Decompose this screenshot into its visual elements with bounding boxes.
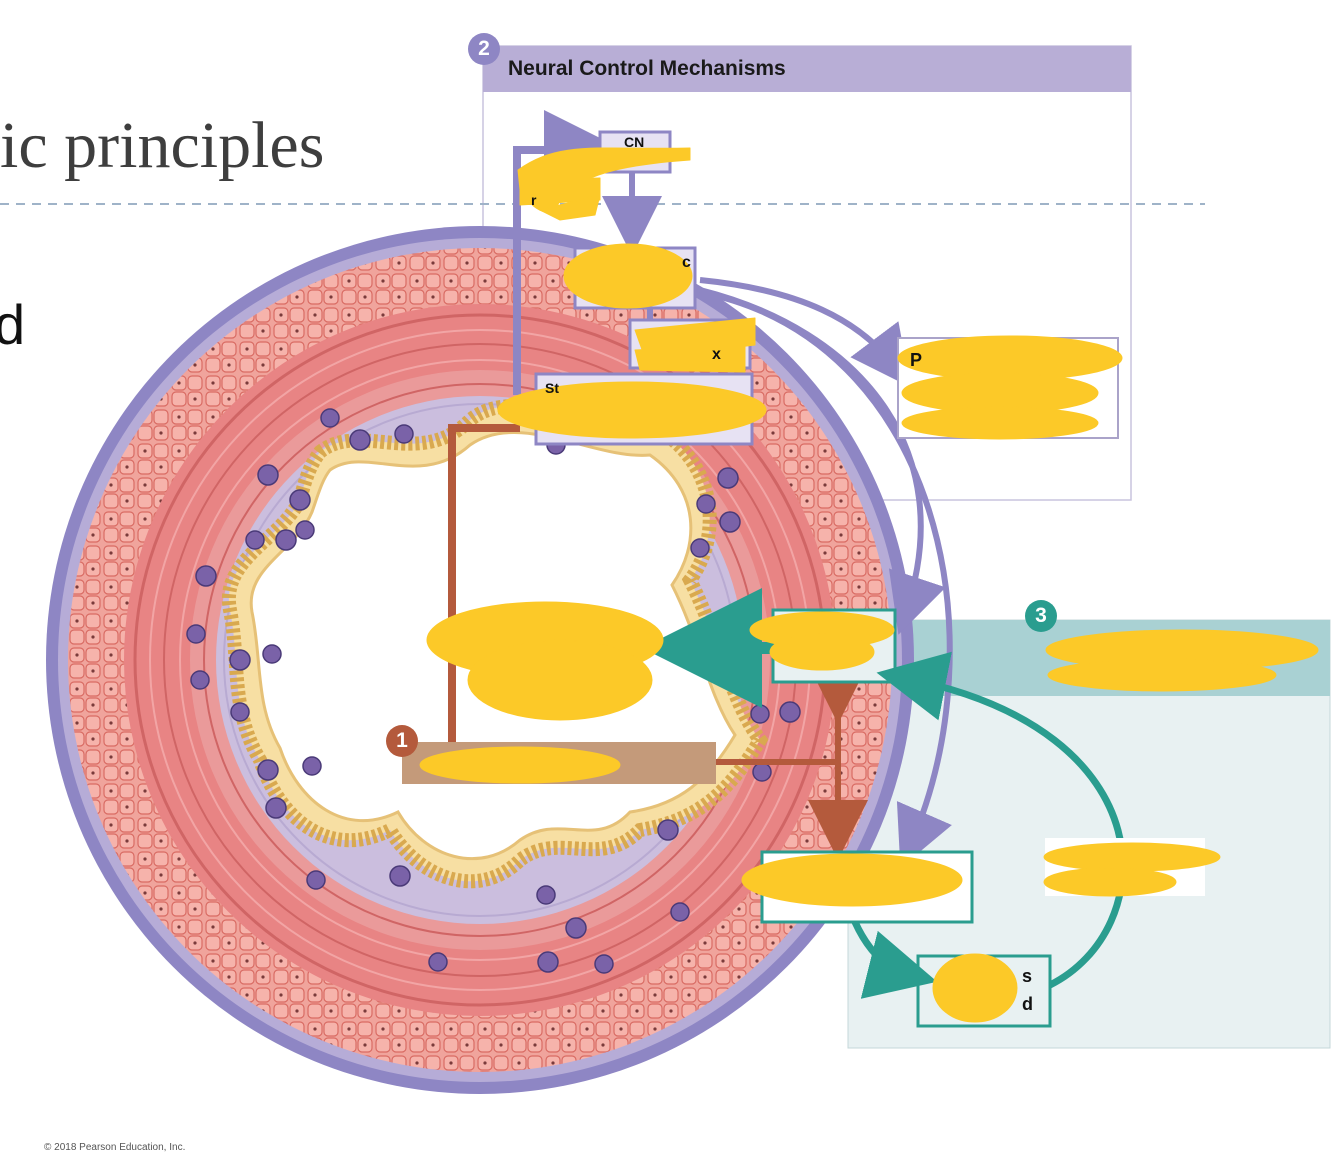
slide-title-fragment: ic principles (0, 109, 325, 182)
gland-cells (186, 408, 801, 974)
neural-panel-badge: 2 (468, 33, 500, 65)
teal-arrow-down (851, 920, 938, 999)
teal-arrow-loop (876, 651, 1127, 989)
hormone-label-fragment-d: d (1022, 994, 1033, 1014)
neural-panel-header (483, 46, 1131, 92)
neural-panel-title: Neural Control Mechanisms (508, 57, 786, 80)
slide-left-fragment: d (0, 293, 26, 356)
neural-arrow-to-secretion (699, 289, 953, 869)
neural-label-fragment-r: r (531, 192, 537, 208)
cns-label-fragment: CN (624, 134, 645, 150)
copyright-text: © 2018 Pearson Education, Inc. (44, 1142, 186, 1153)
hormone-label-fragment-s: s (1022, 966, 1033, 986)
neural-label-fragment-c: c (682, 254, 691, 271)
highlighter-redactions (419, 147, 1319, 1023)
neural-label-fragment-x: x (712, 346, 721, 363)
neural-box-4-label-fragment: St (545, 380, 559, 396)
hormonal-panel-badge: 3 (1025, 600, 1057, 632)
p-box-label-fragment: P (910, 350, 923, 370)
local-panel-badge: 1 (386, 725, 418, 757)
neural-arrow-to-p (699, 277, 911, 388)
